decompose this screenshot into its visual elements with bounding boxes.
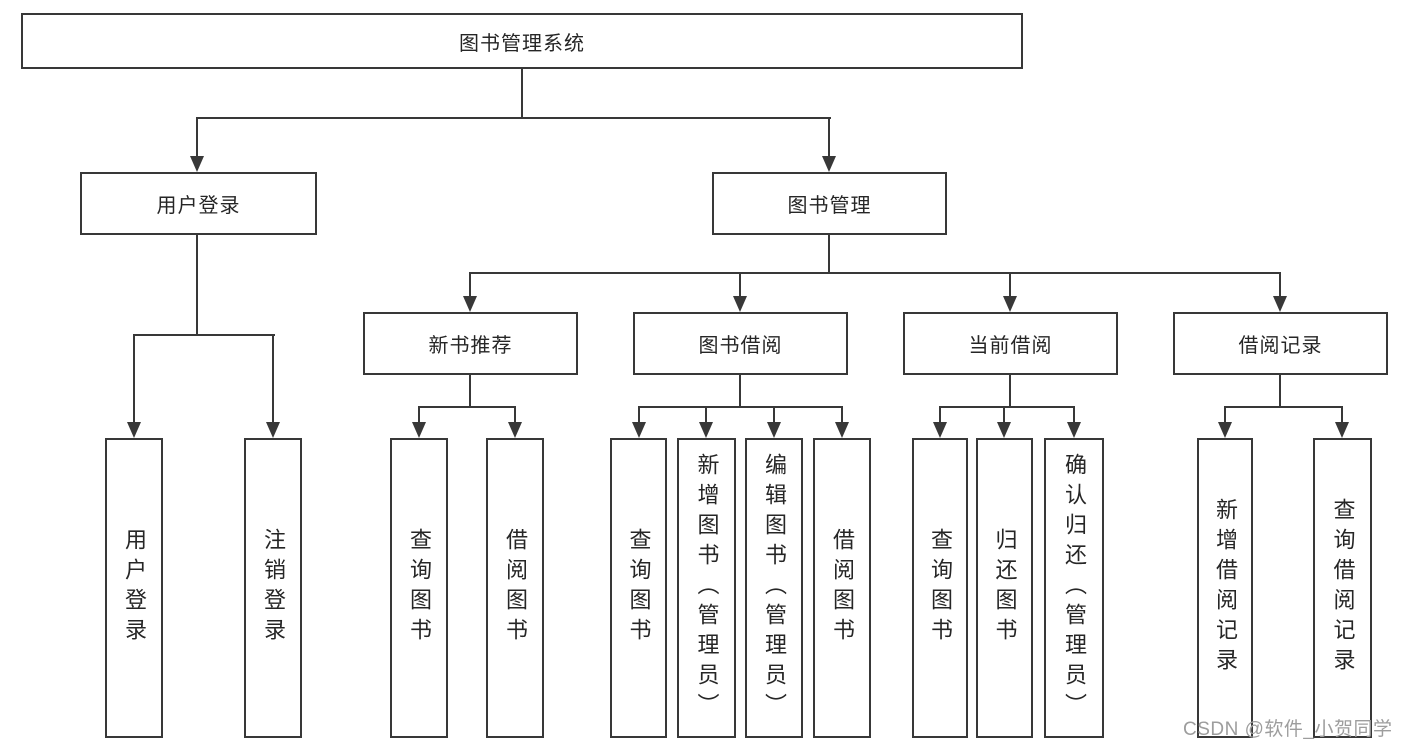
connector-leaf-line (939, 406, 941, 424)
connector-to-leaf-user-login (133, 334, 135, 424)
connector-leaf-line (773, 406, 775, 424)
leaf-label: 编辑图书（管理员） (762, 453, 787, 723)
node-new-book-recommend: 新书推荐 (363, 312, 578, 375)
arrow-down-icon (463, 296, 477, 312)
connector-borrow-records-branch (1224, 406, 1343, 408)
leaf-borrow-books-recommend: 借阅图书 (486, 438, 544, 738)
connector-leaf-line (705, 406, 707, 424)
arrow-down-icon (1003, 296, 1017, 312)
connector-leaf-line (1224, 406, 1226, 424)
arrow-down-icon (933, 422, 947, 438)
connector-to-borrow-records (1279, 272, 1281, 298)
arrow-down-icon (822, 156, 836, 172)
arrow-down-icon (412, 422, 426, 438)
connector-book-borrow-stem (739, 375, 741, 407)
leaf-label: 查询图书 (626, 528, 652, 648)
connector-to-book-management (828, 117, 830, 158)
leaf-logout: 注销登录 (244, 438, 302, 738)
arrow-down-icon (767, 422, 781, 438)
connector-book-management-stem (828, 235, 830, 273)
leaf-confirm-return-admin: 确认归还（管理员） (1044, 438, 1104, 738)
leaf-label: 确认归还（管理员） (1062, 453, 1087, 723)
leaf-query-books-current: 查询图书 (912, 438, 968, 738)
arrow-down-icon (1335, 422, 1349, 438)
connector-user-login-stem (196, 235, 198, 335)
leaf-label: 查询图书 (407, 528, 432, 648)
connector-level2-branch (197, 117, 831, 119)
leaf-return-books: 归还图书 (976, 438, 1033, 738)
node-borrow-records: 借阅记录 (1173, 312, 1388, 375)
leaf-label: 归还图书 (992, 528, 1018, 648)
connector-to-leaf-logout (272, 334, 274, 424)
connector-leaf-line (1003, 406, 1005, 424)
leaf-query-books-borrow: 查询图书 (610, 438, 667, 738)
arrow-down-icon (733, 296, 747, 312)
arrow-down-icon (127, 422, 141, 438)
connector-leaf-line (418, 406, 420, 424)
arrow-down-icon (1067, 422, 1081, 438)
leaf-label: 用户登录 (122, 528, 147, 648)
leaf-query-books-recommend: 查询图书 (390, 438, 448, 738)
leaf-label: 注销登录 (261, 528, 286, 648)
leaf-add-borrow-record: 新增借阅记录 (1197, 438, 1253, 738)
connector-leaf-line (638, 406, 640, 424)
leaf-query-borrow-record: 查询借阅记录 (1313, 438, 1372, 738)
connector-root-stem (521, 69, 523, 118)
connector-leaf-line (841, 406, 843, 424)
connector-leaf-line (1073, 406, 1075, 424)
leaf-label: 新增图书（管理员） (694, 453, 720, 723)
arrow-down-icon (997, 422, 1011, 438)
connector-new-book-branch (418, 406, 516, 408)
leaf-edit-books-admin: 编辑图书（管理员） (745, 438, 803, 738)
connector-level3-branch (469, 272, 1281, 274)
leaf-user-login: 用户登录 (105, 438, 163, 738)
connector-leaf-line (1341, 406, 1343, 424)
leaf-add-books-admin: 新增图书（管理员） (677, 438, 736, 738)
arrow-down-icon (632, 422, 646, 438)
leaf-label: 新增借阅记录 (1213, 498, 1238, 678)
leaf-borrow-books: 借阅图书 (813, 438, 871, 738)
connector-to-new-book-recommend (469, 272, 471, 298)
leaf-label: 查询借阅记录 (1330, 498, 1356, 678)
node-current-borrow: 当前借阅 (903, 312, 1118, 375)
connector-to-book-borrow (739, 272, 741, 298)
connector-new-book-stem (469, 375, 471, 407)
arrow-down-icon (1273, 296, 1287, 312)
connector-current-borrow-branch (939, 406, 1075, 408)
connector-to-current-borrow (1009, 272, 1011, 298)
arrow-down-icon (508, 422, 522, 438)
connector-book-borrow-branch (638, 406, 843, 408)
node-book-management: 图书管理 (712, 172, 947, 235)
connector-leaf-line (514, 406, 516, 424)
arrow-down-icon (699, 422, 713, 438)
arrow-down-icon (266, 422, 280, 438)
connector-current-borrow-stem (1009, 375, 1011, 407)
csdn-watermark: CSDN @软件_小贺同学 (1183, 719, 1393, 740)
connector-borrow-records-stem (1279, 375, 1281, 407)
leaf-label: 查询图书 (928, 528, 953, 648)
connector-user-login-branch (133, 334, 275, 336)
leaf-label: 借阅图书 (503, 528, 528, 648)
node-book-borrow: 图书借阅 (633, 312, 848, 375)
arrow-down-icon (835, 422, 849, 438)
node-library-management-system: 图书管理系统 (21, 13, 1023, 69)
arrow-down-icon (1218, 422, 1232, 438)
arrow-down-icon (190, 156, 204, 172)
leaf-label: 借阅图书 (830, 528, 855, 648)
connector-to-user-login (196, 117, 198, 158)
node-user-login: 用户登录 (80, 172, 317, 235)
